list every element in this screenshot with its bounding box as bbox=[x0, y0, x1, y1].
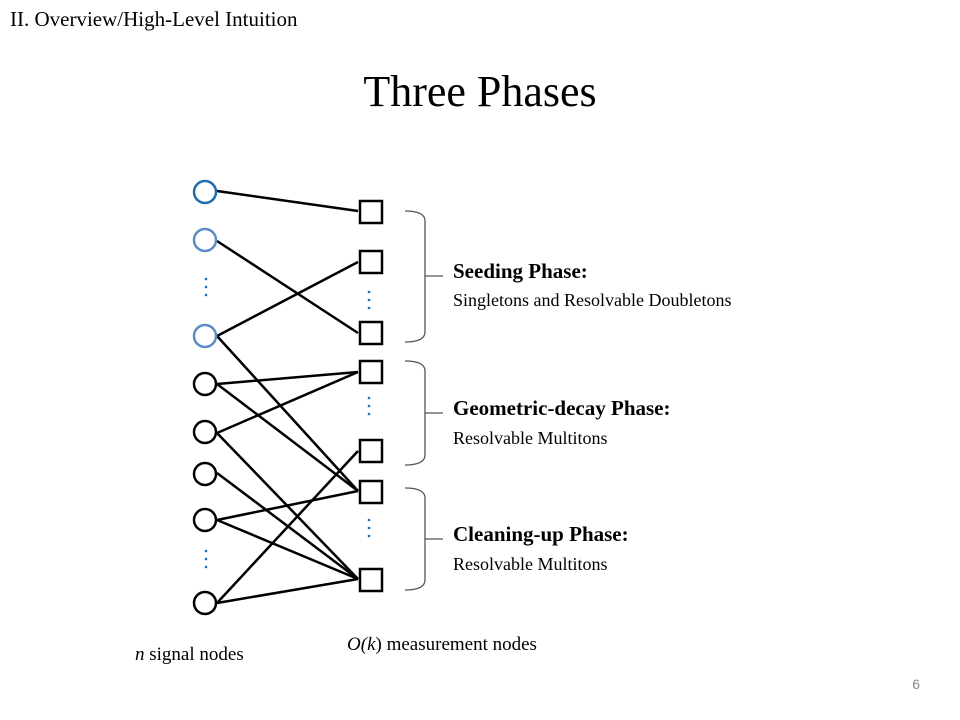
bracket-cleaning-up bbox=[404, 487, 426, 591]
vertical-ellipsis-meas-3 bbox=[367, 518, 371, 538]
measurement-nodes-label: O(k) measurement nodes bbox=[347, 633, 537, 657]
phase-desc-seeding: Singletons and Resolvable Doubletons bbox=[453, 290, 732, 310]
measurement-nodes-text: ) measurement nodes bbox=[375, 634, 537, 655]
bracket-group bbox=[404, 210, 443, 591]
edge bbox=[216, 518, 359, 581]
phase-desc-geometric-decay: Resolvable Multitons bbox=[453, 428, 608, 448]
measurement-count-variable: k bbox=[367, 634, 376, 655]
vertical-ellipsis-signal-top bbox=[204, 277, 208, 297]
bracket-seeding bbox=[404, 210, 426, 343]
measurement-node bbox=[358, 359, 384, 385]
measurement-node-group bbox=[358, 199, 384, 593]
signal-node-group bbox=[192, 179, 218, 616]
phase-title-seeding: Seeding Phase: bbox=[453, 259, 588, 283]
signal-node bbox=[192, 461, 218, 487]
vertical-ellipsis-meas-1 bbox=[367, 290, 371, 310]
slide-title: Three Phases bbox=[363, 67, 597, 116]
edge bbox=[216, 489, 359, 522]
edge-group bbox=[216, 189, 359, 605]
signal-node bbox=[192, 179, 218, 205]
measurement-node bbox=[358, 199, 384, 225]
measurement-big-o: O( bbox=[347, 634, 368, 655]
edge bbox=[216, 260, 359, 338]
vertical-ellipsis-signal-bottom bbox=[204, 549, 208, 569]
signal-nodes-text: signal nodes bbox=[144, 644, 244, 665]
signal-node bbox=[192, 507, 218, 533]
measurement-node bbox=[358, 249, 384, 275]
signal-node bbox=[192, 371, 218, 397]
phase-desc-cleaning-up: Resolvable Multitons bbox=[453, 554, 608, 574]
phase-title-cleaning-up: Cleaning-up Phase: bbox=[453, 522, 629, 546]
edge bbox=[216, 239, 359, 335]
signal-node bbox=[192, 419, 218, 445]
edge bbox=[216, 577, 359, 605]
edge bbox=[216, 383, 359, 492]
ellipsis-group bbox=[204, 277, 371, 569]
edge bbox=[216, 189, 359, 213]
edge bbox=[216, 370, 359, 435]
bracket-geometric-decay bbox=[404, 360, 426, 466]
signal-node bbox=[192, 323, 218, 349]
edge bbox=[216, 335, 359, 492]
measurement-node bbox=[358, 438, 384, 464]
page-number: 6 bbox=[912, 676, 920, 692]
vertical-ellipsis-meas-2 bbox=[367, 396, 371, 416]
signal-node bbox=[192, 590, 218, 616]
signal-node bbox=[192, 227, 218, 253]
measurement-node bbox=[358, 320, 384, 346]
signal-count-variable: n bbox=[135, 644, 145, 665]
edge bbox=[216, 450, 359, 604]
section-heading: II. Overview/High-Level Intuition bbox=[10, 7, 298, 31]
signal-nodes-label: n signal nodes bbox=[135, 643, 244, 667]
measurement-node bbox=[358, 567, 384, 593]
phase-title-geometric-decay: Geometric-decay Phase: bbox=[453, 396, 671, 420]
measurement-node bbox=[358, 479, 384, 505]
edge bbox=[216, 370, 359, 386]
